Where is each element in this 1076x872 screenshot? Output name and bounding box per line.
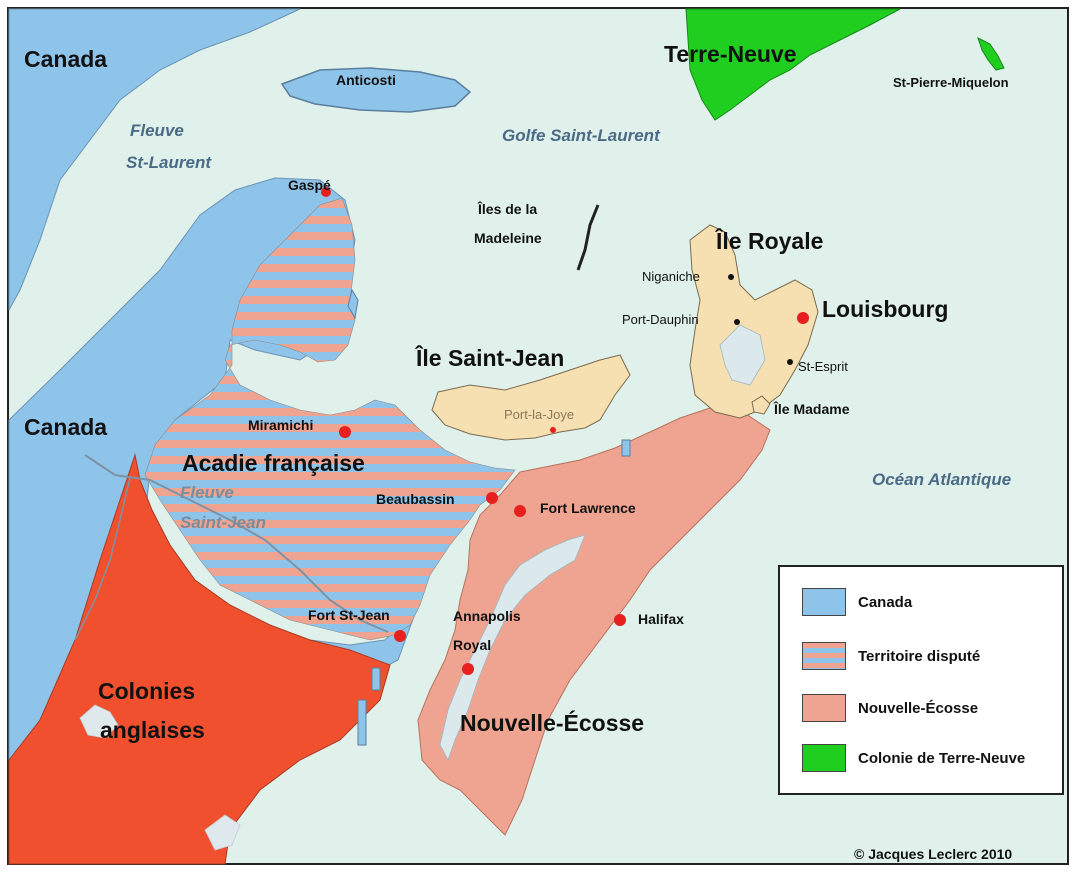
saint-jean-river-branch <box>74 477 131 641</box>
fleuve-st-laurent-label-2: St-Laurent <box>126 153 211 172</box>
anticosti-label: Anticosti <box>336 72 396 88</box>
louisbourg-label: Louisbourg <box>822 296 949 322</box>
small-island-gaspe <box>347 288 359 320</box>
fleuve-saint-jean-label-2: Saint-Jean <box>180 513 266 532</box>
ile-saint-jean-island <box>431 354 631 441</box>
nova-scotia-region <box>417 407 771 836</box>
halifax-city-dot <box>614 614 626 626</box>
ile-royale-label: Île Royale <box>716 228 824 254</box>
golfe-saint-laurent-label: Golfe Saint-Laurent <box>502 126 660 145</box>
small-island-fundy <box>357 699 367 746</box>
legend-label-terre-neuve: Colonie de Terre-Neuve <box>858 749 1026 767</box>
nouvelle-ecosse-label: Nouvelle-Écosse <box>460 710 645 736</box>
annapolis-royal-label-1: Annapolis <box>453 608 521 624</box>
niganiche-town-dot <box>728 274 734 280</box>
english-colonies-region <box>8 453 391 865</box>
port-la-joye-label: Port-la-Joye <box>504 407 575 422</box>
legend-swatch-disputed <box>802 642 846 670</box>
fort-lawrence-city-dot <box>514 505 526 517</box>
halifax-label: Halifax <box>638 611 684 627</box>
ile-madame-island <box>751 395 771 415</box>
canada-label-mid: Canada <box>24 414 108 440</box>
fort-st-jean-city-dot <box>394 630 406 642</box>
legend-item-disputed: Territoire disputé <box>802 641 980 671</box>
ocean-atlantique-label: Océan Atlantique <box>872 470 1012 489</box>
fort-lawrence-label: Fort Lawrence <box>540 500 636 516</box>
legend-swatch-terre-neuve <box>802 744 846 772</box>
iles-madeleine-label-2: Madeleine <box>474 230 542 246</box>
fleuve-saint-jean-label-1: Fleuve <box>180 483 234 502</box>
english-colonies-coast-islands <box>204 814 241 851</box>
louisbourg-city-dot <box>797 312 809 324</box>
annapolis-royal-city-dot <box>462 663 474 675</box>
colonies-anglaises-label-2: anglaises <box>100 717 205 743</box>
legend-swatch-canada <box>802 588 846 616</box>
gaspe-city-dot <box>321 187 331 197</box>
saint-jean-river <box>84 454 389 633</box>
canada-label-top: Canada <box>24 46 108 72</box>
minas-basin <box>439 534 586 761</box>
legend-label-canada: Canada <box>858 593 913 611</box>
map-legend: Canada Territoire disputé Nouvelle-Écoss… <box>778 565 1064 795</box>
annapolis-royal-label-2: Royal <box>453 637 492 653</box>
st-pierre-miquelon-label: St-Pierre-Miquelon <box>893 75 1009 90</box>
small-island-canso <box>621 439 631 457</box>
beaubassin-label: Beaubassin <box>376 491 455 507</box>
beaubassin-city-dot <box>486 492 498 504</box>
ile-saint-jean-label: Île Saint-Jean <box>416 345 565 371</box>
english-colonies-inlet <box>79 704 119 739</box>
small-island-fundy-2 <box>371 667 381 691</box>
miramichi-city-dot <box>339 426 351 438</box>
anticosti-island <box>280 67 472 113</box>
niganiche-label: Niganiche <box>642 269 700 284</box>
st-esprit-label: St-Esprit <box>798 359 848 374</box>
ile-madame-label: Île Madame <box>774 401 850 417</box>
legend-label-nouvelle-ecosse: Nouvelle-Écosse <box>858 699 979 717</box>
port-dauphin-label: Port-Dauphin <box>622 312 699 327</box>
iles-madeleine-label-1: Îles de la <box>478 201 538 217</box>
st-pierre-miquelon-islands <box>977 37 1005 71</box>
legend-item-nouvelle-ecosse: Nouvelle-Écosse <box>802 693 978 723</box>
port-la-joye-city-dot <box>550 427 556 433</box>
acadie-francaise-label: Acadie française <box>182 450 365 476</box>
legend-item-canada: Canada <box>802 587 912 617</box>
iles-de-la-madeleine <box>576 204 600 271</box>
port-dauphin-town-dot <box>734 319 740 325</box>
bras-dor-lake <box>719 324 766 386</box>
miramichi-label: Miramichi <box>248 417 314 433</box>
legend-item-terre-neuve: Colonie de Terre-Neuve <box>802 743 1025 773</box>
st-esprit-town-dot <box>787 359 793 365</box>
gaspe-label: Gaspé <box>288 177 331 193</box>
legend-swatch-nouvelle-ecosse <box>802 694 846 722</box>
fleuve-st-laurent-label-1: Fleuve <box>130 121 184 140</box>
canada-region-north <box>8 8 301 311</box>
ile-royale-island <box>689 224 819 419</box>
newfoundland-region <box>685 8 901 121</box>
colonies-anglaises-label-1: Colonies <box>98 678 196 704</box>
copyright-credit: © Jacques Leclerc 2010 <box>854 846 1013 862</box>
legend-label-disputed: Territoire disputé <box>858 647 981 665</box>
terre-neuve-label: Terre-Neuve <box>664 41 797 67</box>
fort-st-jean-label: Fort St-Jean <box>308 607 390 623</box>
